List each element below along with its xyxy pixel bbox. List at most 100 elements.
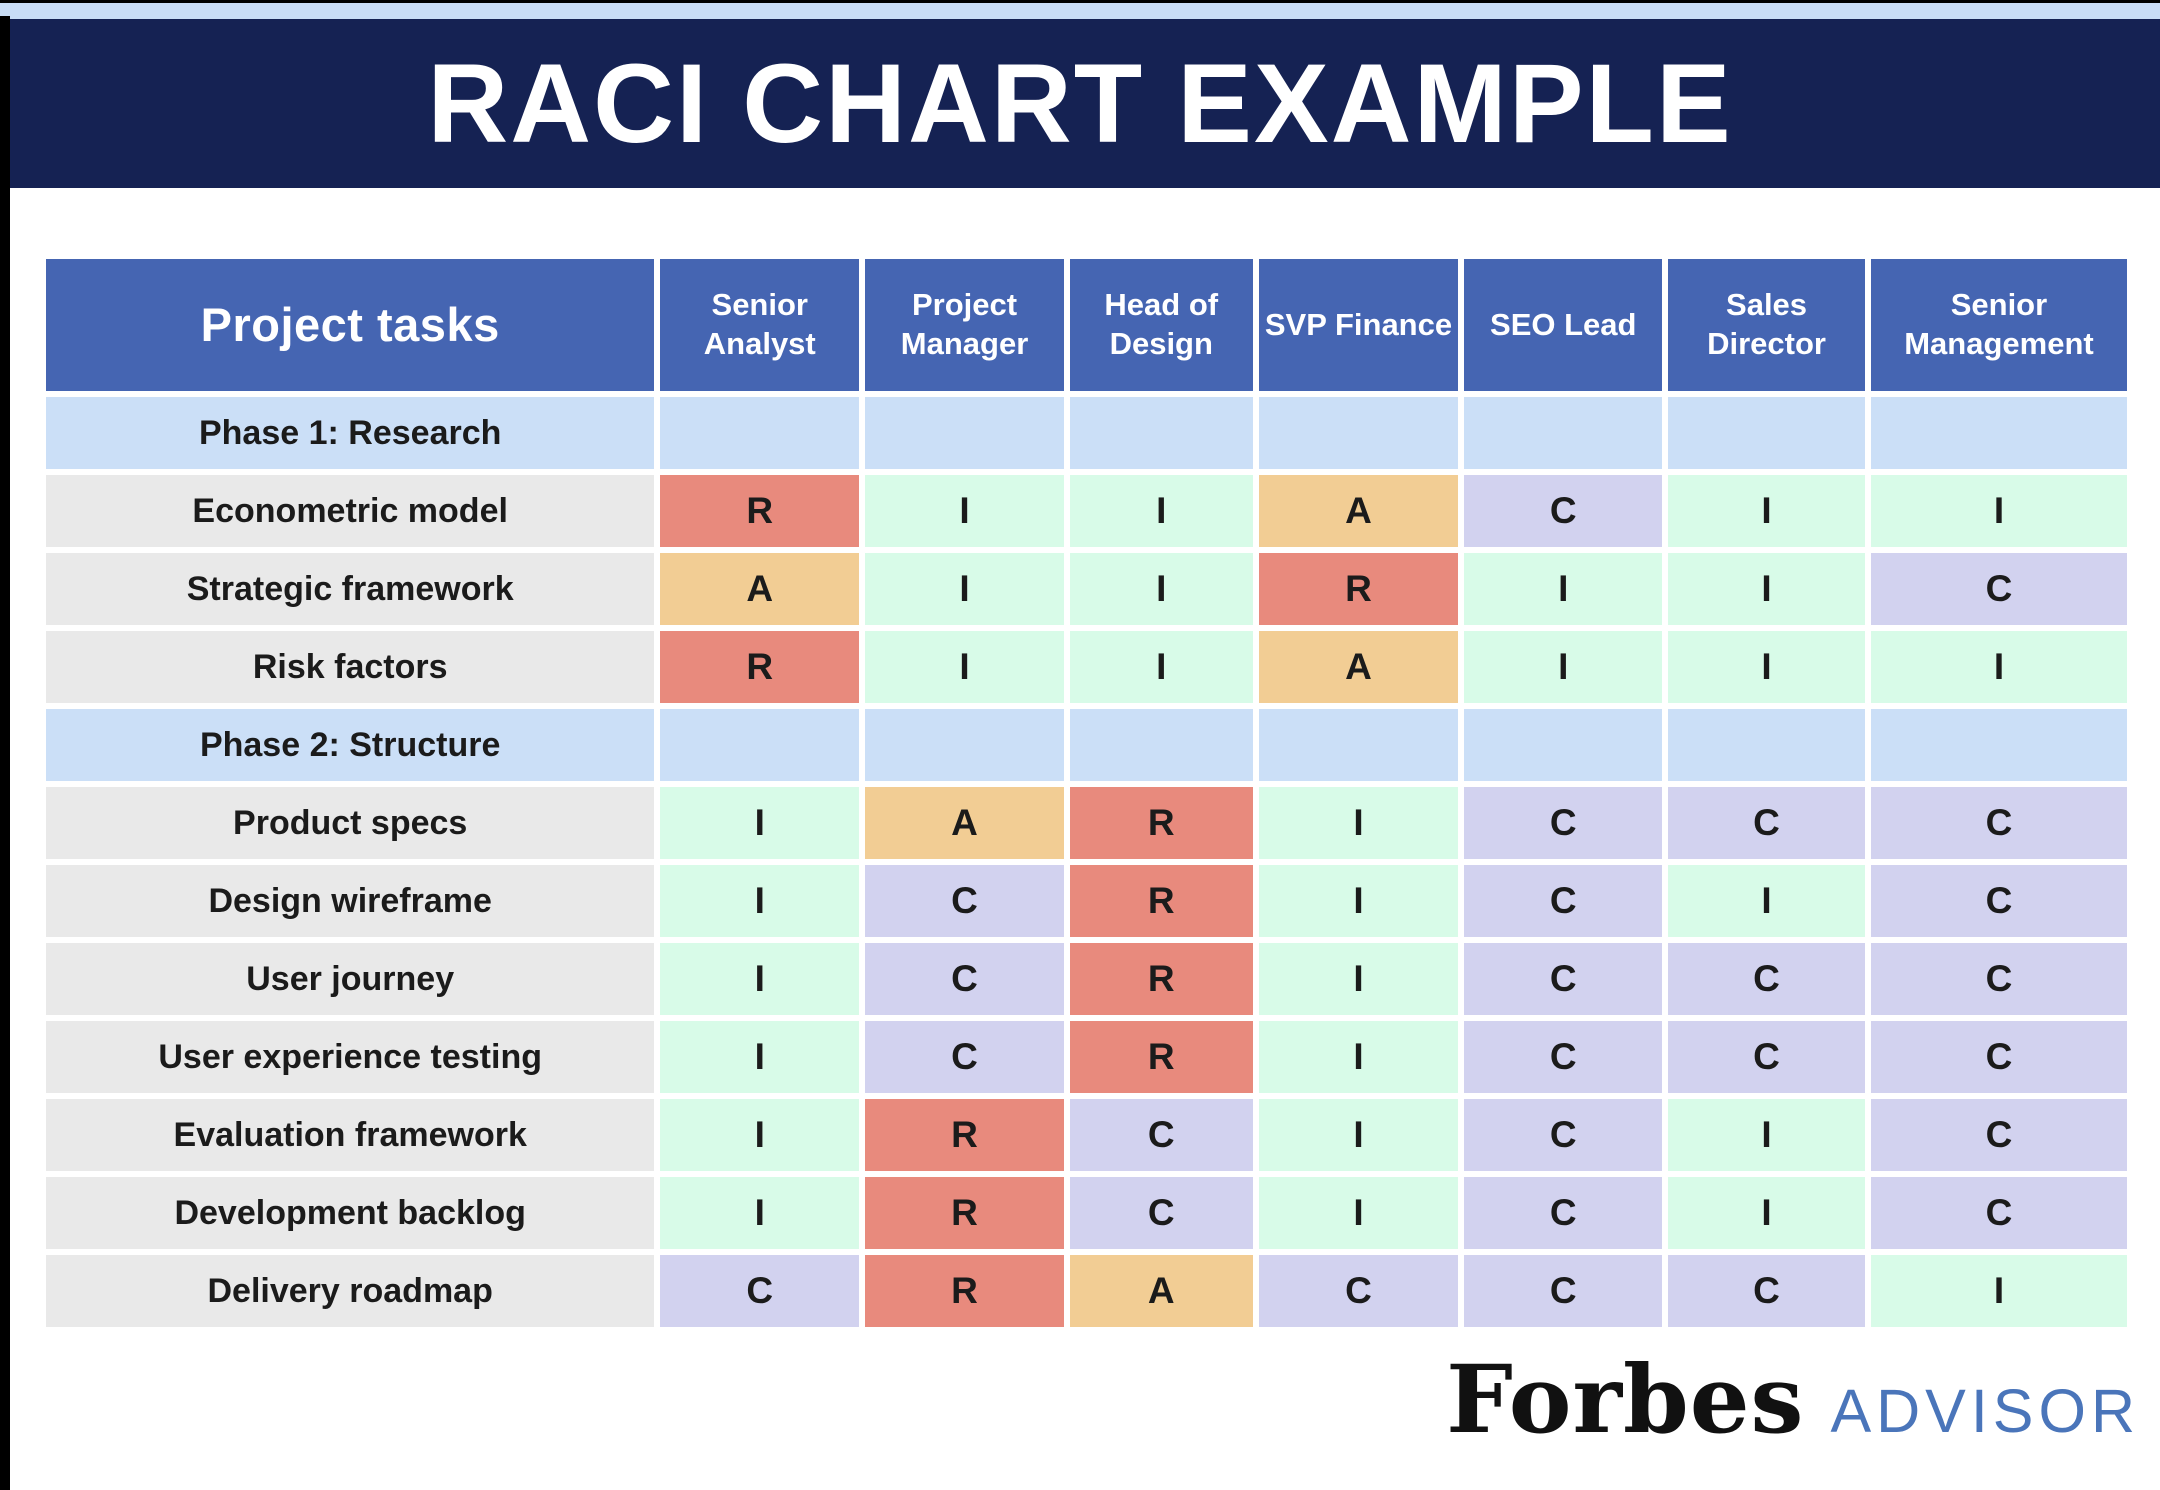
raci-cell-c: C xyxy=(865,1021,1064,1093)
raci-cell-c: C xyxy=(1870,865,2127,937)
phase-empty-cell xyxy=(1069,397,1253,469)
raci-cell-i: I xyxy=(660,1177,860,1249)
raci-cell-r: R xyxy=(865,1099,1064,1171)
phase-empty-cell xyxy=(1668,397,1865,469)
phase-label-phase-1-research: Phase 1: Research xyxy=(46,397,655,469)
raci-cell-c: C xyxy=(1464,475,1663,547)
raci-cell-i: I xyxy=(1668,631,1865,703)
raci-cell-i: I xyxy=(1870,631,2127,703)
raci-cell-i: I xyxy=(1870,1255,2127,1327)
raci-cell-a: A xyxy=(1258,475,1459,547)
raci-cell-i: I xyxy=(1069,553,1253,625)
task-label-econometric-model: Econometric model xyxy=(46,475,655,547)
raci-cell-i: I xyxy=(1258,1099,1459,1171)
raci-cell-i: I xyxy=(1668,1099,1865,1171)
raci-cell-a: A xyxy=(1069,1255,1253,1327)
raci-cell-c: C xyxy=(865,943,1064,1015)
raci-cell-r: R xyxy=(1069,943,1253,1015)
phase-empty-cell xyxy=(865,709,1064,781)
raci-cell-i: I xyxy=(1464,631,1663,703)
raci-cell-c: C xyxy=(1668,943,1865,1015)
column-header-project-tasks: Project tasks xyxy=(46,259,655,391)
raci-cell-r: R xyxy=(865,1255,1064,1327)
task-label-development-backlog: Development backlog xyxy=(46,1177,655,1249)
phase-row: Phase 1: Research xyxy=(46,397,2127,469)
column-header-svp-finance: SVP Finance xyxy=(1258,259,1459,391)
phase-empty-cell xyxy=(1464,397,1663,469)
raci-cell-c: C xyxy=(1069,1177,1253,1249)
brand-footer: Forbes ADVISOR xyxy=(1446,1345,2140,1455)
raci-cell-c: C xyxy=(1870,943,2127,1015)
raci-cell-c: C xyxy=(865,865,1064,937)
raci-cell-r: R xyxy=(1258,553,1459,625)
raci-cell-r: R xyxy=(1069,787,1253,859)
task-label-risk-factors: Risk factors xyxy=(46,631,655,703)
raci-cell-i: I xyxy=(865,553,1064,625)
raci-cell-i: I xyxy=(1668,553,1865,625)
raci-cell-i: I xyxy=(1258,943,1459,1015)
raci-cell-i: I xyxy=(1668,475,1865,547)
phase-empty-cell xyxy=(660,709,860,781)
raci-cell-i: I xyxy=(660,943,860,1015)
column-header-head-of-design: Head of Design xyxy=(1069,259,1253,391)
task-label-user-journey: User journey xyxy=(46,943,655,1015)
raci-cell-i: I xyxy=(1258,1177,1459,1249)
raci-cell-c: C xyxy=(660,1255,860,1327)
raci-cell-a: A xyxy=(865,787,1064,859)
raci-cell-i: I xyxy=(1069,631,1253,703)
raci-cell-i: I xyxy=(1464,553,1663,625)
phase-empty-cell xyxy=(1464,709,1663,781)
top-strip xyxy=(0,3,2160,19)
phase-empty-cell xyxy=(1870,709,2127,781)
task-label-evaluation-framework: Evaluation framework xyxy=(46,1099,655,1171)
raci-cell-r: R xyxy=(660,475,860,547)
raci-cell-c: C xyxy=(1870,787,2127,859)
raci-cell-c: C xyxy=(1464,943,1663,1015)
task-label-strategic-framework: Strategic framework xyxy=(46,553,655,625)
raci-cell-a: A xyxy=(1258,631,1459,703)
forbes-logo: Forbes xyxy=(1446,1345,1805,1455)
raci-cell-c: C xyxy=(1870,1099,2127,1171)
task-label-product-specs: Product specs xyxy=(46,787,655,859)
raci-cell-i: I xyxy=(660,787,860,859)
left-edge-line xyxy=(0,16,10,1490)
raci-cell-i: I xyxy=(1668,865,1865,937)
raci-cell-r: R xyxy=(660,631,860,703)
raci-cell-c: C xyxy=(1464,1255,1663,1327)
phase-empty-cell xyxy=(660,397,860,469)
raci-cell-i: I xyxy=(1258,787,1459,859)
column-header-sales-director: Sales Director xyxy=(1668,259,1865,391)
raci-cell-c: C xyxy=(1870,553,2127,625)
raci-cell-c: C xyxy=(1870,1177,2127,1249)
raci-cell-i: I xyxy=(660,865,860,937)
raci-cell-c: C xyxy=(1668,787,1865,859)
raci-cell-r: R xyxy=(1069,865,1253,937)
raci-cell-c: C xyxy=(1464,1099,1663,1171)
phase-label-phase-2-structure: Phase 2: Structure xyxy=(46,709,655,781)
raci-cell-c: C xyxy=(1464,787,1663,859)
raci-cell-i: I xyxy=(1668,1177,1865,1249)
raci-cell-r: R xyxy=(865,1177,1064,1249)
phase-empty-cell xyxy=(1668,709,1865,781)
task-label-design-wireframe: Design wireframe xyxy=(46,865,655,937)
raci-cell-c: C xyxy=(1668,1021,1865,1093)
advisor-wordmark: ADVISOR xyxy=(1830,1377,2140,1445)
column-header-seo-lead: SEO Lead xyxy=(1464,259,1663,391)
raci-cell-i: I xyxy=(1069,475,1253,547)
raci-cell-i: I xyxy=(1258,865,1459,937)
task-label-user-experience-testing: User experience testing xyxy=(46,1021,655,1093)
phase-empty-cell xyxy=(1870,397,2127,469)
column-header-senior-management: Senior Management xyxy=(1870,259,2127,391)
raci-cell-i: I xyxy=(1258,1021,1459,1093)
task-label-delivery-roadmap: Delivery roadmap xyxy=(46,1255,655,1327)
raci-cell-c: C xyxy=(1464,865,1663,937)
raci-cell-i: I xyxy=(660,1021,860,1093)
